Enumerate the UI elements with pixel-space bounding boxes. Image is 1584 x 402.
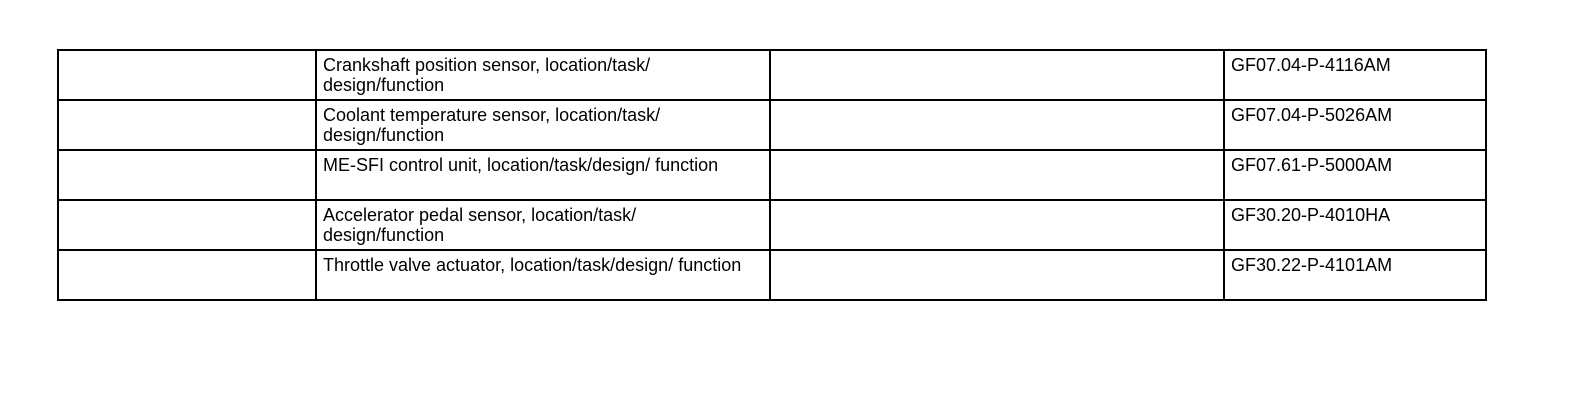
reference-table: Crankshaft position sensor, location/tas… bbox=[57, 49, 1487, 301]
note-cell bbox=[769, 49, 1225, 101]
description-cell: Coolant temperature sensor, location/tas… bbox=[315, 99, 771, 151]
description-text: Coolant temperature sensor, location/tas… bbox=[323, 105, 661, 145]
blank-cell bbox=[57, 249, 317, 301]
reference-cell: GF07.04-P-4116AM bbox=[1223, 49, 1487, 101]
description-cell: Crankshaft position sensor, location/tas… bbox=[315, 49, 771, 101]
table-row: Coolant temperature sensor, location/tas… bbox=[57, 99, 1487, 151]
note-cell bbox=[769, 199, 1225, 251]
reference-cell: GF07.61-P-5000AM bbox=[1223, 149, 1487, 201]
description-cell: Throttle valve actuator, location/task/d… bbox=[315, 249, 771, 301]
reference-cell: GF30.20-P-4010HA bbox=[1223, 199, 1487, 251]
reference-code: GF30.20-P-4010HA bbox=[1231, 205, 1391, 225]
reference-cell: GF30.22-P-4101AM bbox=[1223, 249, 1487, 301]
table-row: Accelerator pedal sensor, location/task/… bbox=[57, 199, 1487, 251]
description-cell: Accelerator pedal sensor, location/task/… bbox=[315, 199, 771, 251]
reference-code: GF07.61-P-5000AM bbox=[1231, 155, 1393, 175]
table-body: Crankshaft position sensor, location/tas… bbox=[57, 49, 1487, 301]
table-row: Crankshaft position sensor, location/tas… bbox=[57, 49, 1487, 101]
description-cell: ME-SFI control unit, location/task/desig… bbox=[315, 149, 771, 201]
blank-cell bbox=[57, 49, 317, 101]
description-text: Crankshaft position sensor, location/tas… bbox=[323, 55, 651, 95]
note-cell bbox=[769, 249, 1225, 301]
reference-code: GF07.04-P-4116AM bbox=[1231, 55, 1391, 75]
table-row: Throttle valve actuator, location/task/d… bbox=[57, 249, 1487, 301]
description-text: Accelerator pedal sensor, location/task/… bbox=[323, 205, 637, 245]
reference-code: GF30.22-P-4101AM bbox=[1231, 255, 1393, 275]
note-cell bbox=[769, 99, 1225, 151]
blank-cell bbox=[57, 199, 317, 251]
reference-cell: GF07.04-P-5026AM bbox=[1223, 99, 1487, 151]
note-cell bbox=[769, 149, 1225, 201]
blank-cell bbox=[57, 99, 317, 151]
blank-cell bbox=[57, 149, 317, 201]
description-text: ME-SFI control unit, location/task/desig… bbox=[323, 155, 719, 175]
table-row: ME-SFI control unit, location/task/desig… bbox=[57, 149, 1487, 201]
description-text: Throttle valve actuator, location/task/d… bbox=[323, 255, 742, 275]
reference-code: GF07.04-P-5026AM bbox=[1231, 105, 1393, 125]
